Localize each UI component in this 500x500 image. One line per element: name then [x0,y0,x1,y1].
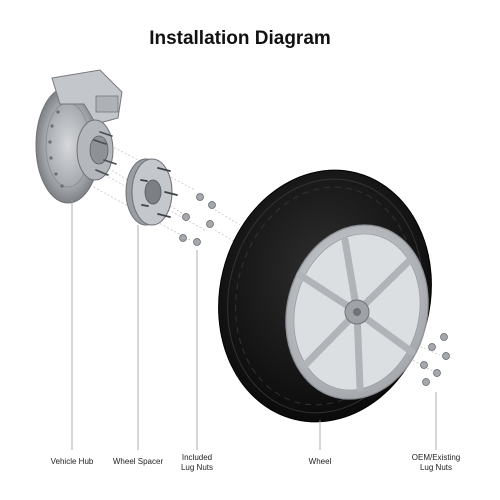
label-wheel-spacer: Wheel Spacer [112,457,164,466]
label-included-lug-nuts: Included Lug Nuts [180,453,214,472]
vehicle-hub-illustration [35,69,123,204]
wheel-spacer-illustration [125,158,178,226]
wheel-illustration [218,169,432,423]
included-lug-nuts-illustration [179,193,216,246]
diagram-title: Installation Diagram [149,28,331,49]
leader-lines [71,200,437,450]
label-wheel: Wheel [308,457,332,466]
label-vehicle-hub: Vehicle Hub [50,457,94,466]
oem-lug-nuts-illustration [420,333,450,386]
label-oem-lug-nuts: OEM/Existing Lug Nuts [411,453,461,472]
